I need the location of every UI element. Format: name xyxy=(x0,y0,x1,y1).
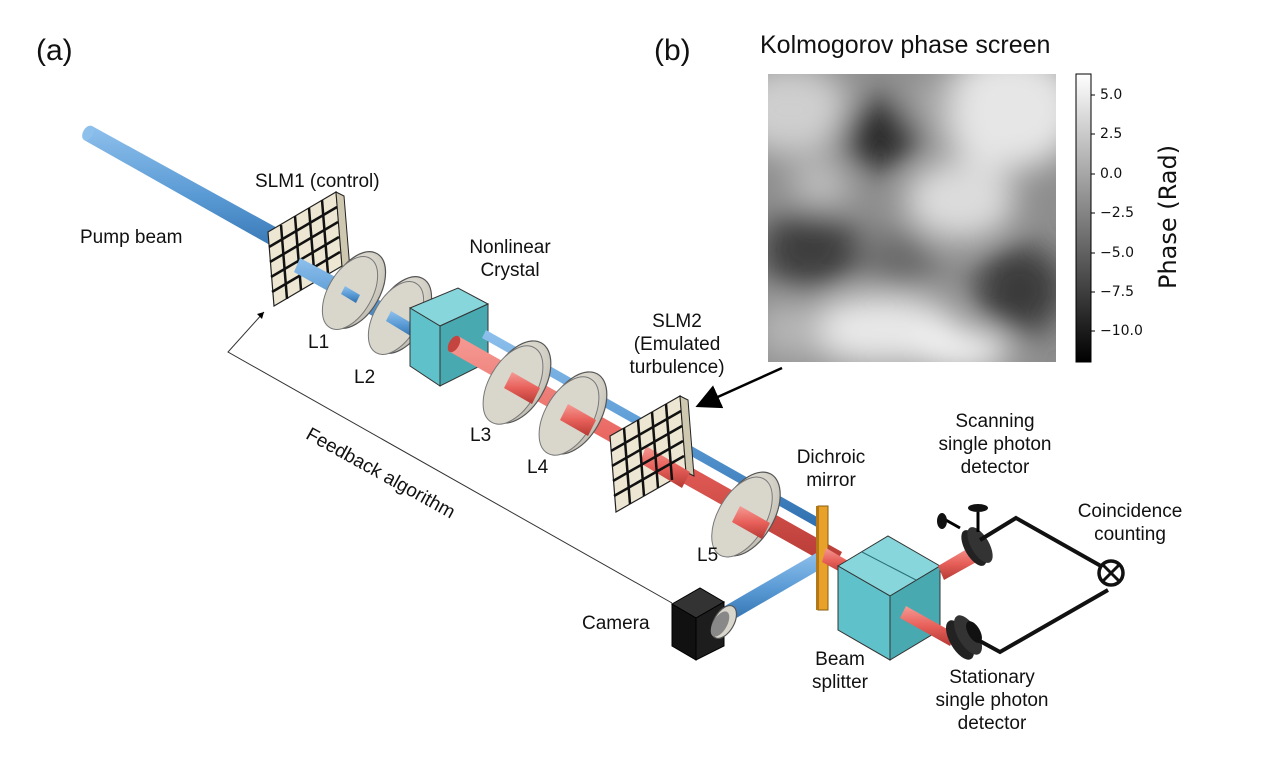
panel-b-label: (b) xyxy=(654,34,691,67)
feedback-line xyxy=(227,311,673,604)
beam-splitter-label: Beam splitter xyxy=(812,649,868,693)
l3-label: L3 xyxy=(470,425,492,446)
coincidence-label: Coincidence counting xyxy=(1077,501,1183,545)
dichroic-label: Dichroic mirror xyxy=(796,447,866,491)
l2-label: L2 xyxy=(354,367,376,388)
slm1 xyxy=(267,190,351,308)
pump-beam-label: Pump beam xyxy=(80,227,183,248)
camera-label: Camera xyxy=(582,613,650,634)
colorbar-tick: 2.5 xyxy=(1100,126,1123,142)
colorbar-tick: −2.5 xyxy=(1100,205,1134,221)
phase-screen-title: Kolmogorov phase screen xyxy=(760,31,1051,59)
kolmogorov-phase-screen xyxy=(768,73,1095,363)
phase-colorbar xyxy=(1075,73,1092,363)
lens-l1 xyxy=(321,251,387,330)
scanning-detector xyxy=(937,504,993,566)
lens-l4 xyxy=(538,371,608,456)
l1-label: L1 xyxy=(308,332,330,353)
colorbar-tick: 5.0 xyxy=(1100,87,1123,103)
crystal-label: Nonlinear Crystal xyxy=(469,237,551,281)
screen-to-slm2-arrow xyxy=(695,366,783,409)
colorbar-tick: −7.5 xyxy=(1100,284,1134,300)
camera-beam xyxy=(718,552,826,624)
nonlinear-crystal xyxy=(408,287,490,387)
colorbar-tick: −5.0 xyxy=(1100,245,1134,261)
lens-l5 xyxy=(711,471,781,558)
slm2 xyxy=(609,395,695,513)
l4-label: L4 xyxy=(527,457,549,478)
stationary-detector xyxy=(946,615,982,660)
camera xyxy=(671,587,738,661)
colorbar-tick: −10.0 xyxy=(1100,323,1143,339)
colorbar-tick: 0.0 xyxy=(1100,166,1123,182)
stationary-detector-label: Stationary single photon detector xyxy=(935,667,1049,734)
coincidence-counter-icon xyxy=(1097,559,1125,587)
pump-beam xyxy=(82,125,310,262)
beam-splitter xyxy=(837,535,941,661)
colorbar-label: Phase (Rad) xyxy=(1154,144,1182,289)
panel-a-label: (a) xyxy=(36,34,73,67)
l5-label: L5 xyxy=(697,545,719,566)
lens-l3 xyxy=(482,340,552,425)
scanning-detector-label: Scanning single photon detector xyxy=(938,411,1052,478)
coincidence-wiring xyxy=(977,515,1109,655)
slm2-label: SLM2 (Emulated turbulence) xyxy=(629,311,725,378)
slm1-label: SLM1 (control) xyxy=(255,171,380,192)
